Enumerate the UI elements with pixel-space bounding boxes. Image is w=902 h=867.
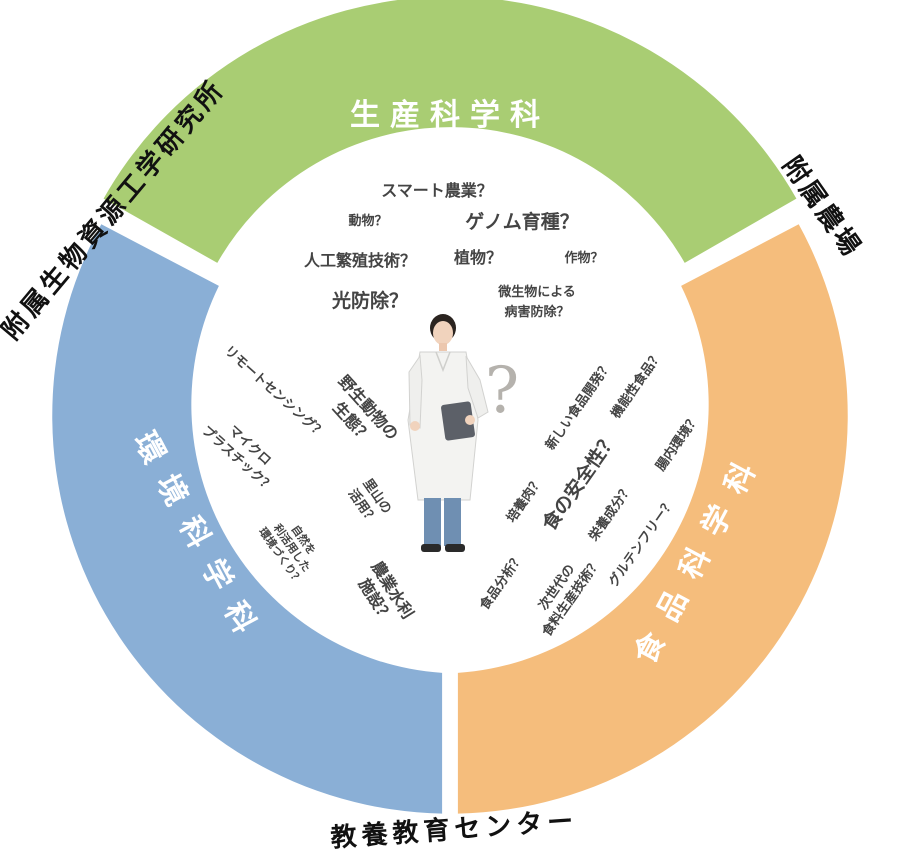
kw-animals: 動物？ (348, 213, 387, 229)
question-mark-icon: ? (485, 354, 519, 428)
food-segment (457, 224, 848, 814)
kw-light-control: 光防除？ (331, 289, 408, 312)
environment-segment (52, 224, 443, 814)
kw-plants: 植物？ (453, 248, 502, 267)
education-center-label: 教養教育センター (330, 805, 580, 853)
kw-microbe-2: 病害防除？ (504, 304, 569, 320)
kw-nutrition: 栄養成分？ (585, 481, 636, 544)
production-segment (103, 0, 797, 263)
production-title: 生産科学科 (350, 98, 550, 133)
researcher-figure (407, 314, 489, 552)
kw-microbe-1: 微生物による (497, 284, 576, 300)
kw-cultured-meat: 培養肉？ (503, 474, 546, 526)
kw-analysis: 食品分析？ (477, 550, 527, 612)
kw-gut: 腸内環境？ (653, 411, 703, 473)
kw-smart-agri: スマート農業？ (381, 181, 493, 200)
kw-functional: 機能性食品？ (608, 348, 666, 421)
kw-genome: ゲノム育種？ (465, 210, 578, 233)
kw-crops: 作物？ (564, 250, 603, 266)
kw-artificial-breeding: 人工繁殖技術？ (304, 251, 416, 270)
